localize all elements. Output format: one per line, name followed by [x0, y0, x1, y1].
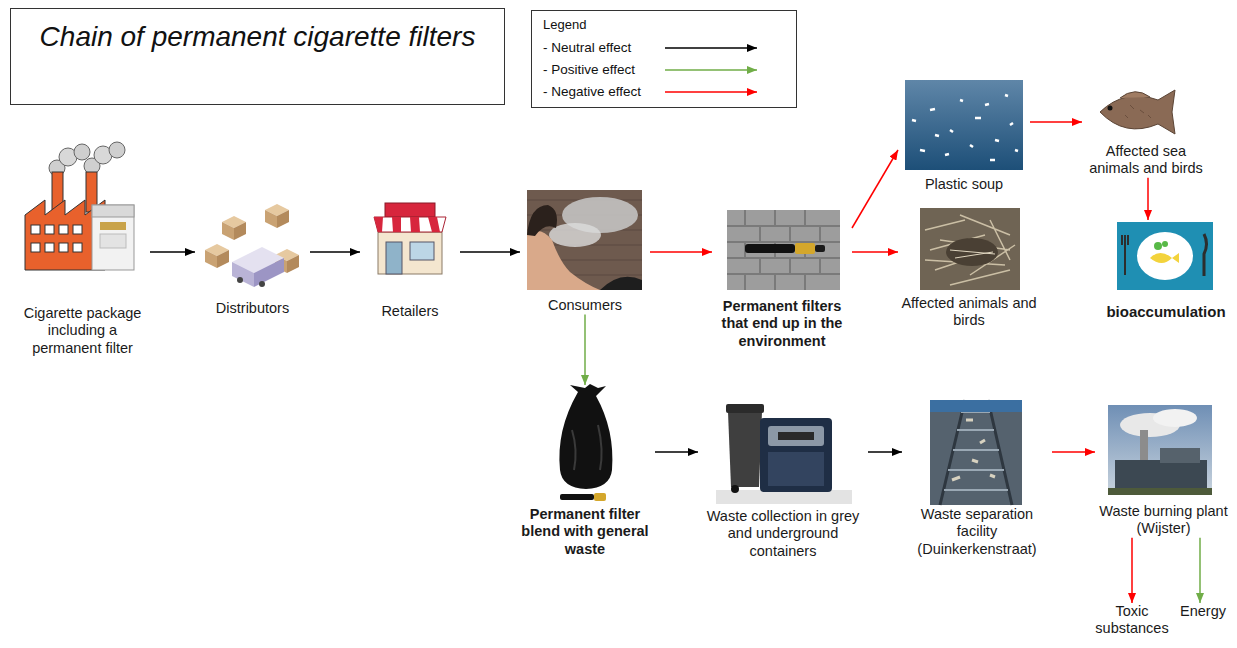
consumer-photo — [527, 190, 642, 290]
node-box: Affected sea animals and birds — [1082, 85, 1210, 178]
distributor-icon — [205, 204, 299, 287]
node-box: Waste burning plant (Wijster) — [1095, 405, 1232, 538]
node-caption: Distributors — [195, 300, 310, 317]
legend-box: Legend - Neutral effect - Positive effect -… — [531, 10, 797, 108]
legend-item: - Positive effect — [543, 61, 635, 79]
connector-arrow — [460, 251, 520, 253]
connector-arrow — [310, 251, 360, 253]
connector-arrow — [1199, 538, 1201, 603]
plant-photo — [1108, 405, 1212, 495]
node-caption: Consumers — [520, 297, 650, 314]
node-box: Consumers — [520, 190, 650, 314]
node-box: Retailers — [360, 200, 460, 320]
connector-arrow — [1147, 178, 1149, 220]
connector-arrow — [1131, 538, 1133, 603]
node-caption: Waste collection in grey and underground… — [698, 508, 868, 560]
node-caption: Toxic substances — [1092, 603, 1172, 638]
connector-arrow — [852, 150, 898, 228]
node-box: Waste collection in grey and underground… — [698, 400, 868, 560]
node-box: Energy — [1172, 603, 1234, 620]
node-caption: Retailers — [360, 303, 460, 320]
node-box: Cigarette package including a permanent … — [15, 140, 150, 357]
connector-arrow — [1030, 121, 1082, 123]
connector-arrow — [852, 251, 898, 253]
node-caption: Permanent filters that end up in the env… — [712, 298, 852, 350]
connector-arrow — [150, 251, 195, 253]
node-box: Permanent filter blend with general wast… — [515, 385, 655, 558]
node-box: Toxic substances — [1092, 603, 1172, 638]
legend-item: - Neutral effect — [543, 39, 631, 57]
node-box: Waste separation facility (Duinkerkenstr… — [902, 400, 1052, 558]
store-icon — [374, 203, 446, 274]
connector-arrow — [655, 451, 698, 453]
node-box: Permanent filters that end up in the env… — [712, 210, 852, 350]
node-caption: Plastic soup — [898, 176, 1030, 193]
node-box: Affected animals and birds — [898, 208, 1040, 330]
node-caption: Energy — [1172, 603, 1234, 620]
node-box: Distributors — [195, 195, 310, 317]
legend-item: - Negative effect — [543, 83, 641, 101]
node-box: Plastic soup — [898, 80, 1030, 193]
connector-arrow — [868, 451, 902, 453]
title-box: Chain of permanent cigarette filters — [10, 8, 505, 105]
waste-bag-icon — [559, 384, 612, 501]
legend-heading: Legend — [543, 16, 586, 34]
plate-icon — [1117, 222, 1213, 290]
node-caption: Waste separation facility (Duinkerkenstr… — [902, 506, 1052, 558]
sea-photo — [905, 80, 1023, 170]
node-caption: Affected animals and birds — [898, 295, 1040, 330]
bin-icon — [716, 404, 852, 504]
node-caption: Waste burning plant (Wijster) — [1095, 503, 1232, 538]
node-caption: Permanent filter blend with general wast… — [515, 506, 655, 558]
pavement-photo — [727, 210, 840, 290]
connector-arrow — [650, 251, 712, 253]
legend-samples — [665, 48, 757, 92]
factory-icon — [25, 142, 134, 270]
node-caption: bioaccumulation — [1100, 303, 1232, 321]
node-box: bioaccumulation — [1100, 220, 1232, 321]
connector-arrow — [584, 314, 586, 385]
nest-photo — [920, 208, 1020, 290]
connector-arrow — [1052, 451, 1095, 453]
node-caption: Cigarette package including a permanent … — [15, 305, 150, 357]
node-caption: Affected sea animals and birds — [1082, 143, 1210, 178]
title-text: Chain of permanent cigarette filters — [11, 9, 504, 65]
fish-icon — [1100, 90, 1175, 134]
facility-photo — [930, 400, 1022, 505]
